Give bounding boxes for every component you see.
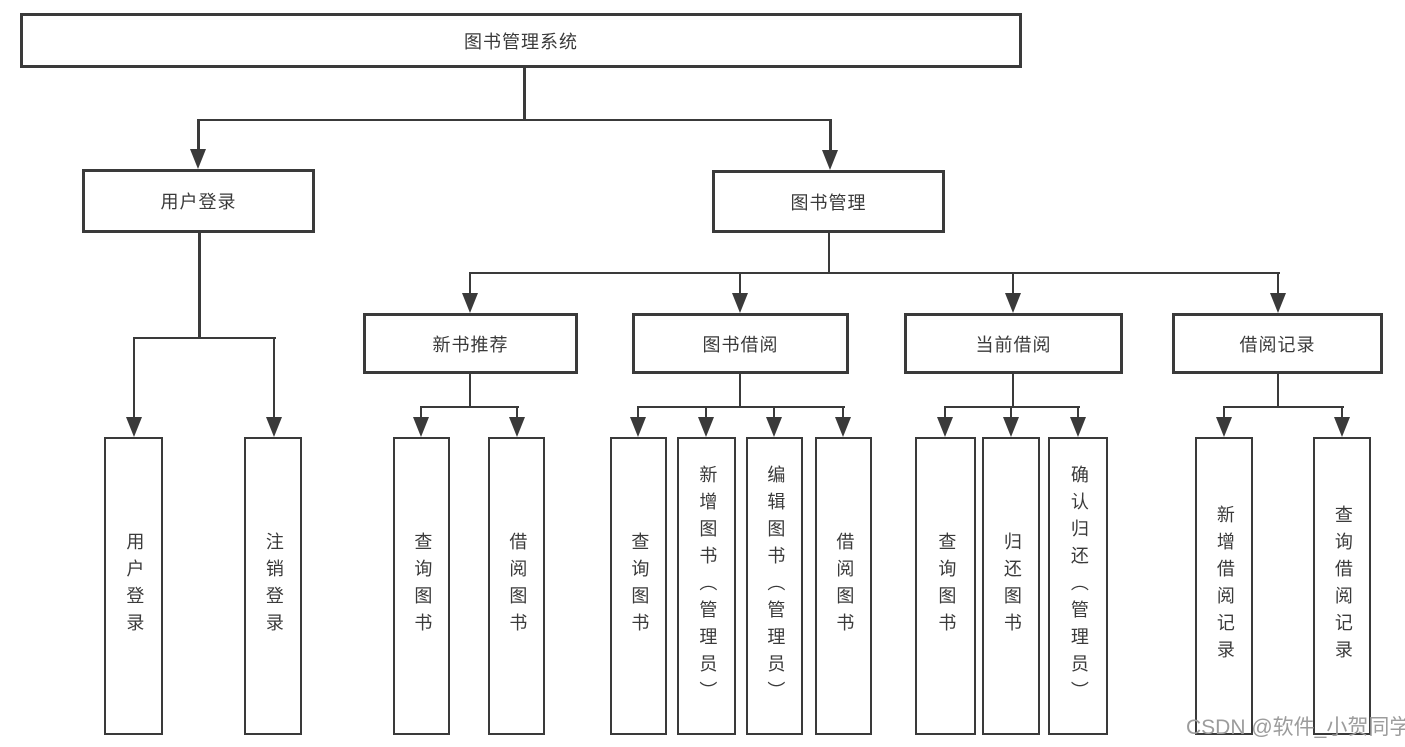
node-label: 用户登录 bbox=[160, 192, 237, 212]
node-label: 确认归还（管理员） bbox=[1068, 464, 1089, 708]
node-label: 查询图书 bbox=[629, 532, 650, 640]
connector-l3-drop bbox=[1276, 271, 1279, 298]
node-book-management: 图书管理 bbox=[712, 170, 945, 233]
arrowhead-leaf bbox=[413, 417, 429, 437]
connector-leaf-drop bbox=[841, 405, 844, 422]
connector-stem bbox=[1276, 374, 1279, 408]
connector-leaf-drop bbox=[515, 405, 518, 422]
node-leaf-query-books-recommend: 查询图书 bbox=[393, 437, 450, 735]
node-leaf-user-login: 用户登录 bbox=[104, 437, 163, 735]
arrowhead-leaf bbox=[1216, 417, 1232, 437]
node-leaf-confirm-return-admin: 确认归还（管理员） bbox=[1048, 437, 1108, 735]
arrowhead-current-borrow bbox=[1005, 293, 1021, 313]
node-library-system: 图书管理系统 bbox=[20, 13, 1022, 68]
connector-leaf-drop bbox=[272, 336, 275, 423]
arrowhead-new-books bbox=[462, 293, 478, 313]
connector-user-stem bbox=[198, 233, 201, 338]
node-leaf-query-books-current: 查询图书 bbox=[915, 437, 976, 735]
node-current-borrow: 当前借阅 bbox=[904, 313, 1123, 374]
arrowhead-leaf bbox=[698, 417, 714, 437]
node-label: 图书管理系统 bbox=[464, 31, 578, 52]
connector-book-mgmt-drop bbox=[829, 118, 832, 155]
arrowhead-leaf bbox=[937, 417, 953, 437]
arrowhead-leaf bbox=[126, 417, 142, 437]
node-label: 查询借阅记录 bbox=[1332, 505, 1353, 667]
connector-leaf-drop bbox=[1076, 405, 1079, 422]
arrowhead-leaf bbox=[1070, 417, 1086, 437]
connector-root-stem bbox=[523, 68, 526, 120]
arrowhead-book-mgmt bbox=[822, 150, 838, 170]
node-label: 图书借阅 bbox=[702, 334, 779, 355]
node-leaf-add-books-admin: 新增图书（管理员） bbox=[677, 437, 736, 735]
node-label: 查询图书 bbox=[936, 532, 957, 640]
connector-rail bbox=[419, 405, 519, 408]
node-label: 借阅记录 bbox=[1239, 334, 1316, 355]
node-label: 图书管理 bbox=[790, 192, 867, 213]
arrowhead-book-borrow bbox=[732, 293, 748, 313]
node-label: 新增图书（管理员） bbox=[697, 464, 718, 708]
connector-root-rail bbox=[197, 118, 831, 121]
node-leaf-edit-books-admin: 编辑图书（管理员） bbox=[746, 437, 803, 735]
arrowhead-leaf bbox=[1334, 417, 1350, 437]
arrowhead-user-login bbox=[190, 149, 206, 169]
node-book-borrow: 图书借阅 bbox=[632, 313, 849, 374]
node-label: 查询图书 bbox=[412, 532, 433, 640]
connector-leaf-drop bbox=[943, 405, 946, 422]
connector-l3-drop bbox=[738, 271, 741, 298]
connector-leaf-drop bbox=[1222, 405, 1225, 422]
connector-stem bbox=[738, 374, 741, 408]
node-label: 注销登录 bbox=[263, 532, 284, 640]
node-user-login: 用户登录 bbox=[82, 169, 315, 233]
node-borrow-records: 借阅记录 bbox=[1172, 313, 1383, 374]
node-label: 借阅图书 bbox=[507, 532, 528, 640]
node-label: 当前借阅 bbox=[975, 334, 1052, 355]
arrowhead-leaf bbox=[266, 417, 282, 437]
connector-mgmt-rail bbox=[468, 271, 1280, 274]
connector-rail bbox=[1222, 405, 1344, 408]
arrowhead-leaf bbox=[630, 417, 646, 437]
node-leaf-return-books: 归还图书 bbox=[982, 437, 1040, 735]
connector-stem bbox=[1011, 374, 1014, 408]
connector-leaf-drop bbox=[1009, 405, 1012, 422]
connector-leaf-drop bbox=[636, 405, 639, 422]
node-leaf-borrow-books: 借阅图书 bbox=[815, 437, 872, 735]
node-label: 新书推荐 bbox=[432, 334, 509, 355]
arrowhead-leaf bbox=[766, 417, 782, 437]
node-leaf-logout: 注销登录 bbox=[244, 437, 302, 735]
connector-l3-drop bbox=[1011, 271, 1014, 298]
connector-l3-drop bbox=[468, 271, 471, 298]
node-leaf-query-borrow-record: 查询借阅记录 bbox=[1313, 437, 1371, 735]
connector-mgmt-stem bbox=[827, 233, 830, 273]
connector-rail bbox=[636, 405, 845, 408]
connector-leaf-drop bbox=[132, 336, 135, 423]
connector-leaf-drop bbox=[772, 405, 775, 422]
arrowhead-leaf bbox=[1003, 417, 1019, 437]
arrowhead-borrow-records bbox=[1270, 293, 1286, 313]
node-label: 用户登录 bbox=[124, 532, 145, 640]
arrowhead-leaf bbox=[835, 417, 851, 437]
node-label: 归还图书 bbox=[1001, 532, 1022, 640]
connector-leaf-drop bbox=[704, 405, 707, 422]
node-label: 新增借阅记录 bbox=[1214, 505, 1235, 667]
node-leaf-query-books-borrow: 查询图书 bbox=[610, 437, 667, 735]
connector-leaf-drop bbox=[419, 405, 422, 422]
arrowhead-leaf bbox=[509, 417, 525, 437]
node-leaf-add-borrow-record: 新增借阅记录 bbox=[1195, 437, 1253, 735]
node-label: 编辑图书（管理员） bbox=[765, 464, 786, 708]
connector-leaf-drop bbox=[1340, 405, 1343, 422]
connector-user-rail bbox=[132, 336, 276, 339]
node-leaf-borrow-books-recommend: 借阅图书 bbox=[488, 437, 545, 735]
connector-user-login-drop bbox=[197, 118, 200, 155]
node-label: 借阅图书 bbox=[834, 532, 855, 640]
node-new-book-recommend: 新书推荐 bbox=[363, 313, 578, 374]
watermark: CSDN @软件_小贺同学 bbox=[1186, 716, 1405, 739]
connector-stem bbox=[468, 374, 471, 408]
